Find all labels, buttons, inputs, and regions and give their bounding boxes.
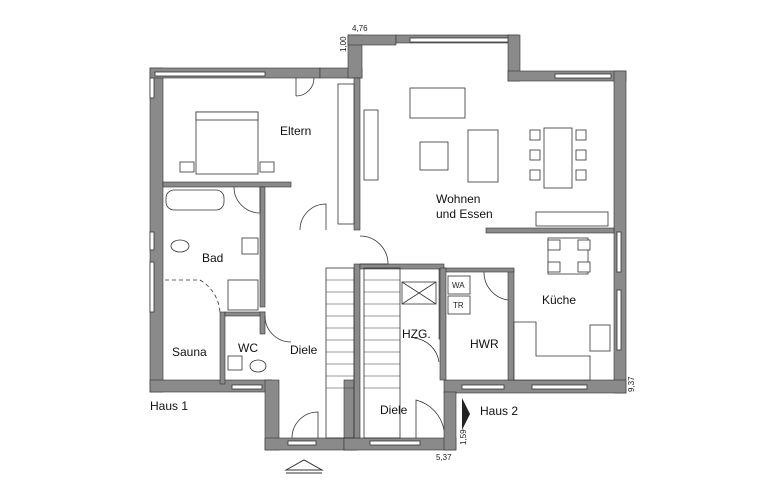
room-label-hzg: HZG.	[402, 327, 431, 341]
dimension-top: 4,76	[352, 24, 368, 33]
furniture	[165, 83, 611, 381]
room-label-diele-left: Diele	[290, 343, 318, 357]
house-label-2: Haus 2	[480, 404, 518, 418]
dimension-top-small: 1,00	[339, 36, 348, 52]
dimension-bottom-small: 1,59	[459, 429, 468, 445]
room-label-diele-right: Diele	[380, 403, 408, 417]
dimension-right: 9,37	[627, 376, 636, 392]
room-label-wc: WC	[238, 341, 258, 355]
doors	[165, 77, 509, 439]
room-label-wohnen: Wohnen	[436, 192, 480, 206]
dimension-bottom: 5,37	[436, 453, 452, 462]
inner-walls	[162, 77, 615, 439]
room-label-hwr: HWR	[470, 337, 499, 351]
room-label-sauna: Sauna	[172, 345, 207, 359]
windows	[149, 37, 622, 446]
appliance-label-tr: TR	[453, 301, 464, 310]
appliance-label-wa: WA	[452, 281, 465, 290]
room-label-kueche: Küche	[542, 293, 576, 307]
boundary-marker-icon	[462, 398, 470, 430]
room-label-bad: Bad	[202, 251, 223, 265]
room-label-essen: und Essen	[436, 207, 493, 221]
staircases	[325, 267, 401, 439]
entrance-arrow-icon	[284, 459, 324, 471]
house-label-1: Haus 1	[150, 399, 188, 413]
room-label-eltern: Eltern	[280, 124, 311, 138]
